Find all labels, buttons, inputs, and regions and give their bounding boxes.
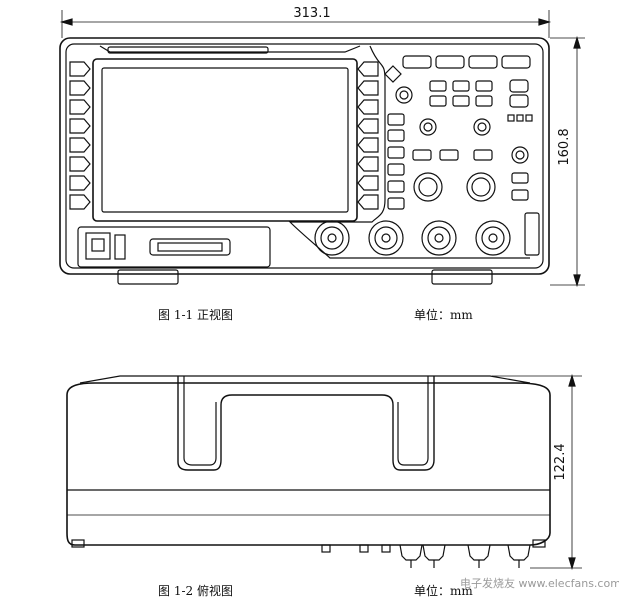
front-view-caption: 图 1-1 正视图 xyxy=(158,308,233,322)
carrying-handle xyxy=(177,376,435,471)
side-connector xyxy=(524,212,540,256)
front-view xyxy=(59,37,550,285)
top-view-body xyxy=(66,382,551,546)
top-view-caption: 图 1-2 俯视图 xyxy=(158,584,233,598)
bnc-inputs xyxy=(314,220,511,256)
bottom-connector-panel xyxy=(77,226,271,268)
top-height-label: 122.4 xyxy=(553,443,568,480)
top-view xyxy=(66,375,551,553)
height-dimension xyxy=(550,35,585,288)
top-view-rear-edge xyxy=(79,375,531,384)
panel-divider xyxy=(288,45,530,259)
front-view-unit: 单位：mm xyxy=(414,308,473,322)
display-bezel xyxy=(92,58,358,222)
front-foot-right xyxy=(431,269,493,285)
top-view-unit: 单位：mm xyxy=(414,584,473,598)
front-height-label: 160.8 xyxy=(557,128,572,165)
top-view-bnc-connectors xyxy=(399,544,531,568)
front-foot-left xyxy=(117,269,179,285)
top-height-dimension xyxy=(492,373,582,571)
front-width-label: 313.1 xyxy=(293,6,330,21)
display-screen xyxy=(101,67,349,213)
front-inner-frame xyxy=(65,43,544,269)
rear-foot-right xyxy=(532,539,546,548)
width-dimension xyxy=(59,10,552,38)
usb-port xyxy=(149,238,231,256)
left-softkeys xyxy=(69,61,91,210)
rear-foot-left xyxy=(71,539,85,548)
power-button xyxy=(85,232,111,260)
control-panel xyxy=(384,55,533,210)
front-outer-frame xyxy=(59,37,550,275)
right-softkeys xyxy=(357,61,379,210)
front-top-slot xyxy=(99,45,361,53)
watermark: 电子发烧友 www.elecfans.com xyxy=(460,577,619,590)
